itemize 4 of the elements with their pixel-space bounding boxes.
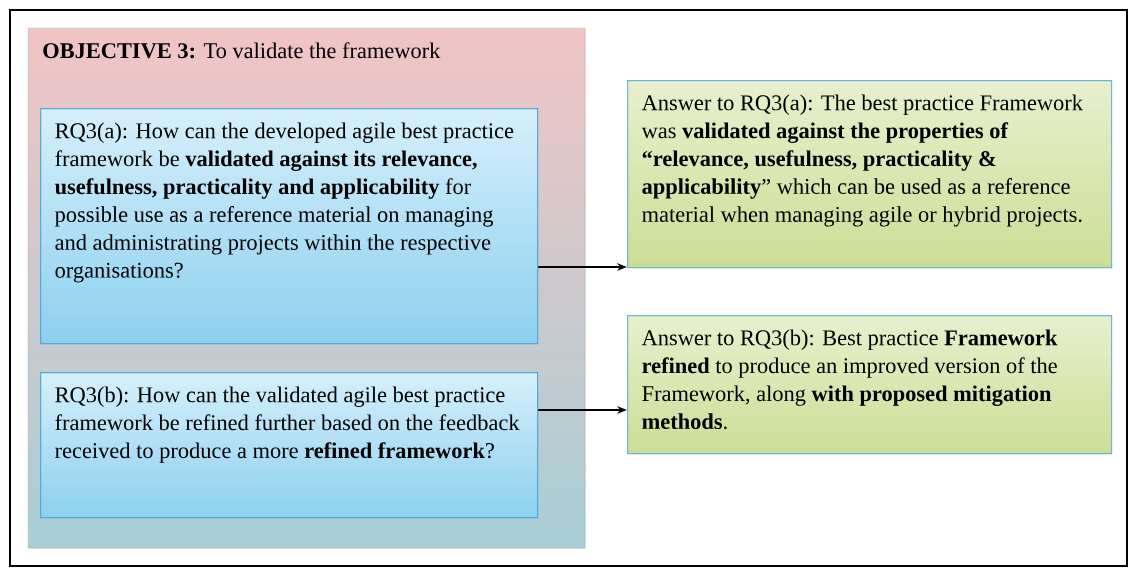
answer-box: Answer to RQ3(a): The best practice Framework was validated against the properties of “relevance, usefulness, practicality & applicability” which can be used as a reference material when managing agile or hybrid projects. <box>627 80 1113 269</box>
question-box: RQ3(a): How can the developed agile best practice framework be validated against its relevance, usefulness, practicality and applicability for possible use as a reference material on managing and administrating projects within the respective organisations? <box>40 108 539 345</box>
question-box: RQ3(b): How can the validated agile best practice framework be refined further based on the feedback received to produce a more refined framework? <box>40 372 539 519</box>
answer-box: Answer to RQ3(b): Best practice Framework refined to produce an improved version of the Framework, along with proposed mitigation methods. <box>627 315 1113 455</box>
